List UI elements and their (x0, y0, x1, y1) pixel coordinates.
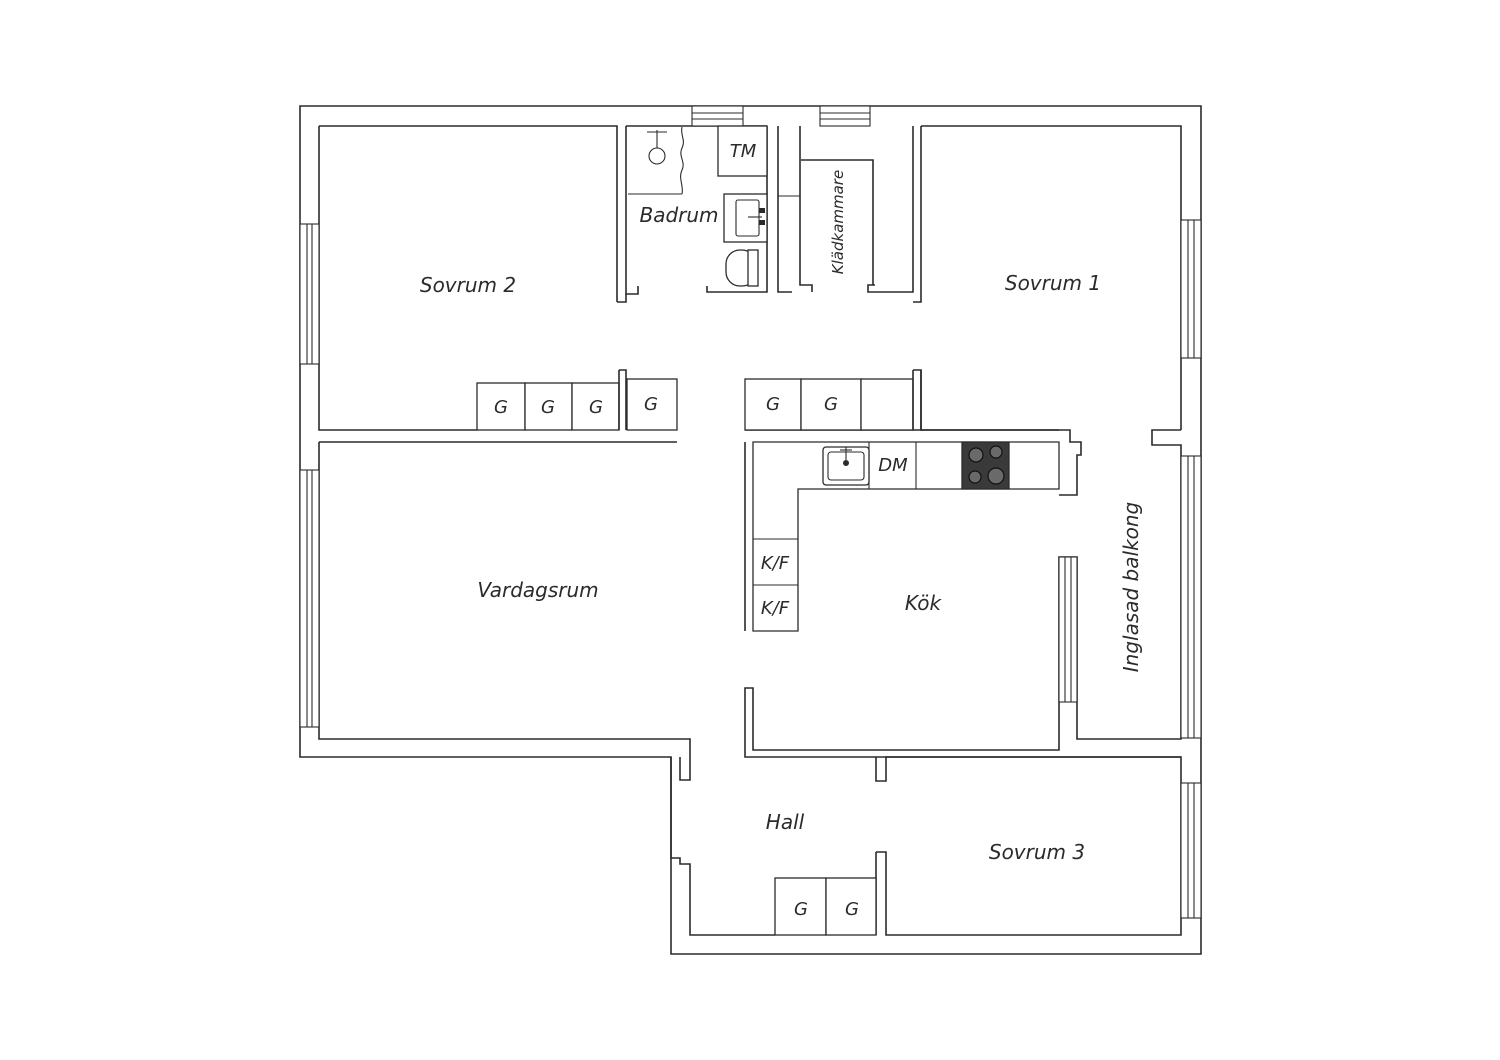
wardrobe-label: G (541, 397, 555, 418)
wardrobe-side-wall (912, 369, 922, 430)
wardrobe-8 (774, 877, 827, 936)
hall-walls (670, 756, 1182, 936)
window-sovrum1 (1180, 219, 1202, 359)
kladkammare-walls (777, 126, 914, 293)
sovrum1-walls (913, 125, 1182, 496)
room-label-vardagsrum: Vardagsrum (477, 578, 598, 602)
wardrobe-label: G (644, 394, 658, 415)
wardrobe-1 (476, 382, 526, 431)
kitchen-sink-icon (822, 446, 870, 486)
vardagsrum-walls (318, 441, 691, 781)
wardrobe-3 (571, 382, 620, 431)
toilet-icon (725, 249, 759, 287)
washing-machine (717, 125, 768, 177)
room-label-balkong: Inglasad balkong (1119, 502, 1143, 673)
wardrobe-label: G (794, 899, 808, 920)
window-sovrum3 (1180, 782, 1202, 919)
washing-machine-label: TM (730, 141, 757, 162)
wardrobe-9 (825, 877, 877, 936)
hob-icon (961, 441, 1010, 490)
shower-icon (628, 126, 684, 195)
bathroom-sink-icon (723, 193, 768, 243)
kladkammare-shelf (801, 159, 874, 285)
room-label-badrum: Badrum (639, 203, 718, 227)
fridge-freezer-label: K/F (761, 598, 790, 619)
window-sovrum2 (299, 223, 320, 365)
fridge-freezer-label: K/F (761, 553, 790, 574)
window-balkong (1180, 455, 1202, 739)
window-vardagsrum (299, 469, 320, 728)
window-kok-balcony (1058, 556, 1078, 703)
wardrobe-label: G (589, 397, 603, 418)
wardrobe-4 (626, 378, 678, 431)
sovrum2-door-jamb (617, 294, 627, 303)
kitchen-counter (752, 441, 1060, 632)
window-top-right (819, 105, 871, 127)
wardrobe-label: G (766, 394, 780, 415)
room-label-kladkammare: Klädkammare (829, 170, 847, 274)
outer-wall (299, 105, 1202, 955)
room-label-sovrum2: Sovrum 2 (420, 273, 516, 297)
wardrobe-divider-wall (618, 369, 627, 430)
wardrobe-5 (744, 378, 802, 431)
dishwasher-label: DM (878, 455, 908, 476)
room-label-sovrum3: Sovrum 3 (989, 840, 1085, 864)
wardrobe-label: G (494, 397, 508, 418)
window-top-left (691, 105, 744, 127)
wardrobe-label: G (845, 899, 859, 920)
wardrobe-7 (860, 378, 914, 431)
wardrobe-label: G (824, 394, 838, 415)
room-label-kok: Kök (905, 591, 943, 615)
room-label-hall: Hall (766, 810, 805, 834)
room-label-sovrum1: Sovrum 1 (1005, 271, 1101, 295)
